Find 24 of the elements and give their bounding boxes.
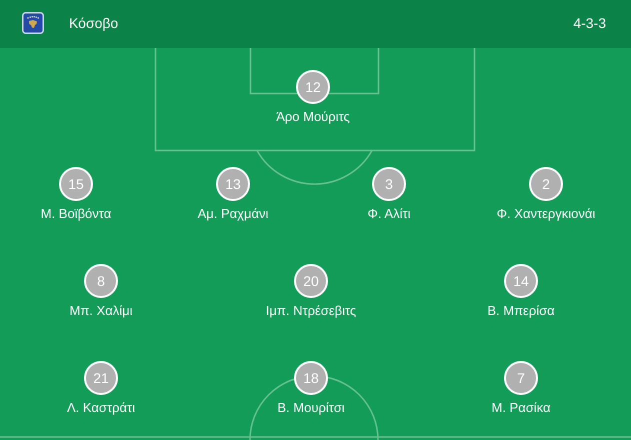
formation-label: 4-3-3 <box>573 14 606 32</box>
player-name: Φ. Χαντεργκιονάι <box>496 206 596 222</box>
player-number-marker: 14 <box>504 264 538 298</box>
player-number-marker: 21 <box>84 361 118 395</box>
player-name: Β. Μουρίτσι <box>277 400 345 416</box>
player-name: Ιμπ. Ντρέσεβιτς <box>266 303 356 319</box>
player-number-marker: 18 <box>294 361 328 395</box>
player-number-marker: 7 <box>504 361 538 395</box>
player-name: Β. Μπερίσα <box>487 303 555 319</box>
player-name: Μπ. Χαλίμι <box>70 303 132 319</box>
player-number-marker: 3 <box>372 167 406 201</box>
player-number-marker: 8 <box>84 264 118 298</box>
player-name: Φ. Αλίτι <box>368 206 410 222</box>
player-name: Λ. Καστράτι <box>66 400 136 416</box>
player-name: Άρο Μούριτς <box>276 109 350 125</box>
player-name: Μ. Ρασίκα <box>492 400 550 416</box>
player-number-marker: 12 <box>296 70 330 104</box>
player-number-marker: 2 <box>529 167 563 201</box>
team-name: Κόσοβο <box>69 14 118 32</box>
player-name: Μ. Βοϊβόντα <box>40 206 112 222</box>
player-number-marker: 15 <box>59 167 93 201</box>
player-name: Αμ. Ραχμάνι <box>198 206 268 222</box>
player-number-marker: 13 <box>216 167 250 201</box>
player-number-marker: 20 <box>294 264 328 298</box>
